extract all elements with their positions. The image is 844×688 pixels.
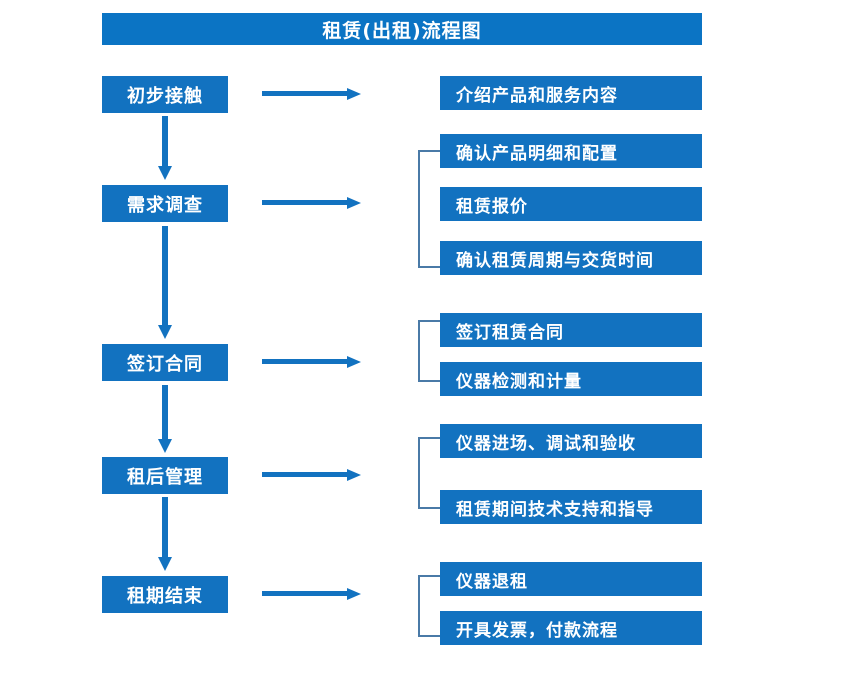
group-bracket-5 bbox=[418, 575, 440, 637]
horizontal-arrow-1 bbox=[262, 88, 361, 100]
detail-box-5-1[interactable]: 仪器退租 bbox=[440, 562, 702, 596]
horizontal-arrow-2 bbox=[262, 197, 361, 209]
stage-box-1[interactable]: 初步接触 bbox=[102, 76, 228, 113]
vertical-arrow-4 bbox=[158, 497, 172, 571]
detail-box-2-1[interactable]: 确认产品明细和配置 bbox=[440, 134, 702, 168]
detail-box-1-1[interactable]: 介绍产品和服务内容 bbox=[440, 76, 702, 110]
detail-box-2-3[interactable]: 确认租赁周期与交货时间 bbox=[440, 241, 702, 275]
detail-box-5-2[interactable]: 开具发票，付款流程 bbox=[440, 611, 702, 645]
vertical-arrow-3 bbox=[158, 385, 172, 453]
detail-box-3-1[interactable]: 签订租赁合同 bbox=[440, 313, 702, 347]
vertical-arrow-2 bbox=[158, 226, 172, 339]
group-bracket-3 bbox=[418, 320, 440, 382]
horizontal-arrow-3 bbox=[262, 356, 361, 368]
group-bracket-2 bbox=[418, 150, 440, 268]
vertical-arrow-1 bbox=[158, 116, 172, 180]
detail-box-2-2[interactable]: 租赁报价 bbox=[440, 187, 702, 221]
stage-box-4[interactable]: 租后管理 bbox=[102, 457, 228, 494]
horizontal-arrow-4 bbox=[262, 469, 361, 481]
group-bracket-4 bbox=[418, 437, 440, 509]
detail-box-3-2[interactable]: 仪器检测和计量 bbox=[440, 362, 702, 396]
detail-box-4-2[interactable]: 租赁期间技术支持和指导 bbox=[440, 490, 702, 524]
stage-box-3[interactable]: 签订合同 bbox=[102, 344, 228, 381]
stage-box-5[interactable]: 租期结束 bbox=[102, 576, 228, 613]
horizontal-arrow-5 bbox=[262, 588, 361, 600]
diagram-title: 租赁(出租)流程图 bbox=[102, 13, 702, 45]
stage-box-2[interactable]: 需求调查 bbox=[102, 185, 228, 222]
detail-box-4-1[interactable]: 仪器进场、调试和验收 bbox=[440, 424, 702, 458]
